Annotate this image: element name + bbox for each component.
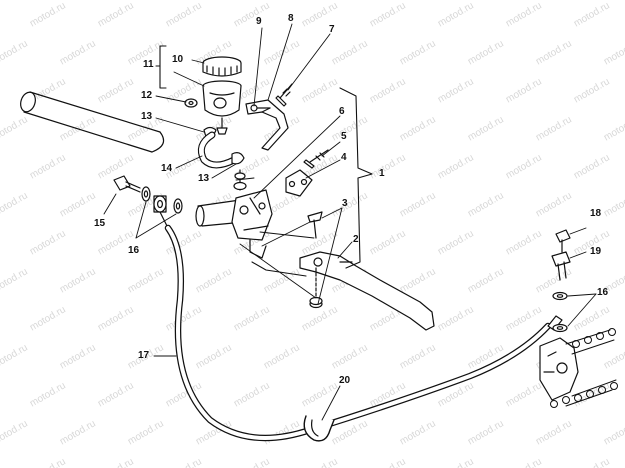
hose-clip-lower bbox=[231, 152, 245, 165]
callout-19: 19 bbox=[590, 246, 602, 257]
callout-10: 10 bbox=[172, 54, 184, 65]
callout-1: 1 bbox=[379, 168, 385, 179]
callout-15: 15 bbox=[94, 218, 106, 229]
assembly-guide-lines bbox=[239, 221, 317, 299]
grommet bbox=[184, 98, 198, 108]
callout-7: 7 bbox=[329, 24, 335, 35]
master-cylinder bbox=[195, 189, 273, 259]
callout-3: 3 bbox=[342, 198, 348, 209]
callout-2: 2 bbox=[353, 234, 359, 245]
slave-cylinder bbox=[539, 337, 579, 401]
banjo-fitting bbox=[233, 169, 247, 191]
callout-8: 8 bbox=[288, 13, 294, 24]
drive-chain bbox=[550, 328, 618, 408]
handlebar-clamp bbox=[285, 169, 313, 197]
callout-16-left: 16 bbox=[128, 245, 140, 256]
bracket-screw bbox=[275, 83, 293, 107]
clamp-screw bbox=[303, 149, 329, 169]
callout-20: 20 bbox=[339, 375, 351, 386]
callout-6: 6 bbox=[339, 106, 345, 117]
callout-18: 18 bbox=[590, 208, 602, 219]
fluid-reservoir bbox=[202, 80, 242, 135]
assembly-bracket-1 bbox=[251, 87, 373, 277]
handlebar-tube bbox=[20, 91, 165, 153]
hose-banjo-end bbox=[153, 195, 169, 229]
reservoir-bracket bbox=[245, 99, 289, 151]
callout-5: 5 bbox=[341, 131, 347, 142]
callout-17: 17 bbox=[138, 350, 150, 361]
reservoir-hose bbox=[197, 131, 238, 169]
callout-16-right: 16 bbox=[597, 287, 609, 298]
clutch-hose bbox=[164, 224, 563, 442]
hose-clip bbox=[303, 415, 335, 442]
callout-13-upper: 13 bbox=[141, 111, 153, 122]
banjo-bolt bbox=[113, 175, 141, 193]
sealing-washers-left bbox=[141, 186, 183, 214]
callout-leaders bbox=[103, 23, 597, 421]
callout-12: 12 bbox=[141, 90, 153, 101]
callout-9: 9 bbox=[256, 16, 262, 27]
assembly-bracket-11 bbox=[155, 45, 167, 89]
sealing-washers-right bbox=[552, 291, 568, 333]
banjo-bolt-right bbox=[551, 251, 571, 281]
bleed-screw bbox=[555, 229, 571, 253]
callout-13-lower: 13 bbox=[198, 173, 210, 184]
callout-11: 11 bbox=[143, 59, 154, 70]
clutch-lever bbox=[299, 251, 435, 331]
pivot-bolt bbox=[307, 211, 323, 239]
callout-14: 14 bbox=[161, 163, 173, 174]
reservoir-cap bbox=[202, 56, 242, 77]
callout-4: 4 bbox=[341, 152, 347, 163]
